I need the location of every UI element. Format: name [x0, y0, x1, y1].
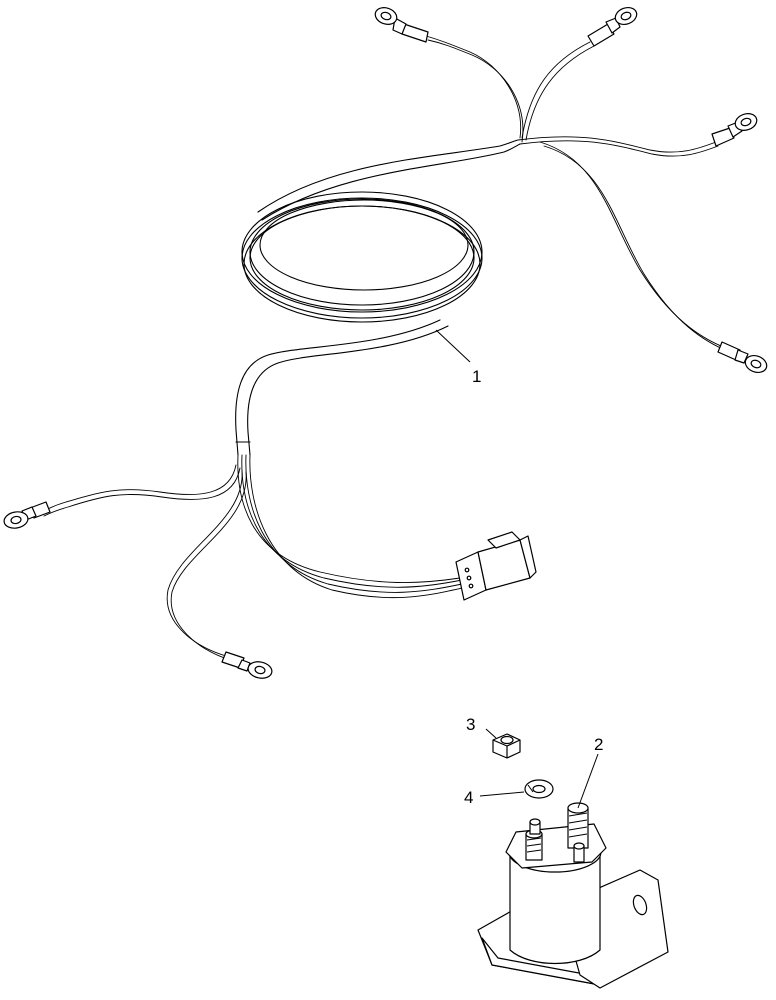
harness-connector	[455, 531, 537, 601]
callout-4-label: 4	[464, 788, 473, 807]
harness-upper-trunk	[257, 139, 521, 221]
callout-1-label: 1	[472, 367, 481, 386]
callout-3-leader	[485, 728, 497, 739]
callout-2-leader	[577, 753, 599, 809]
branch-bottom-left	[166, 469, 273, 679]
harness-coil	[241, 191, 483, 323]
branch-to-connector	[237, 454, 463, 599]
callout-2-label: 2	[594, 735, 603, 754]
callout-1-leader	[435, 329, 471, 363]
branch-left	[3, 464, 241, 529]
lock-washer	[524, 779, 554, 799]
branch-top-right	[521, 6, 638, 141]
hex-nut	[492, 733, 521, 759]
branch-right	[517, 113, 758, 157]
wire-harness	[3, 6, 768, 679]
solenoid	[477, 802, 669, 989]
branch-top-left	[374, 7, 524, 143]
callout-3-label: 3	[466, 715, 475, 734]
harness-lower-trunk	[235, 319, 449, 456]
callout-4-leader	[479, 791, 525, 797]
branch-lower-right	[539, 141, 768, 374]
